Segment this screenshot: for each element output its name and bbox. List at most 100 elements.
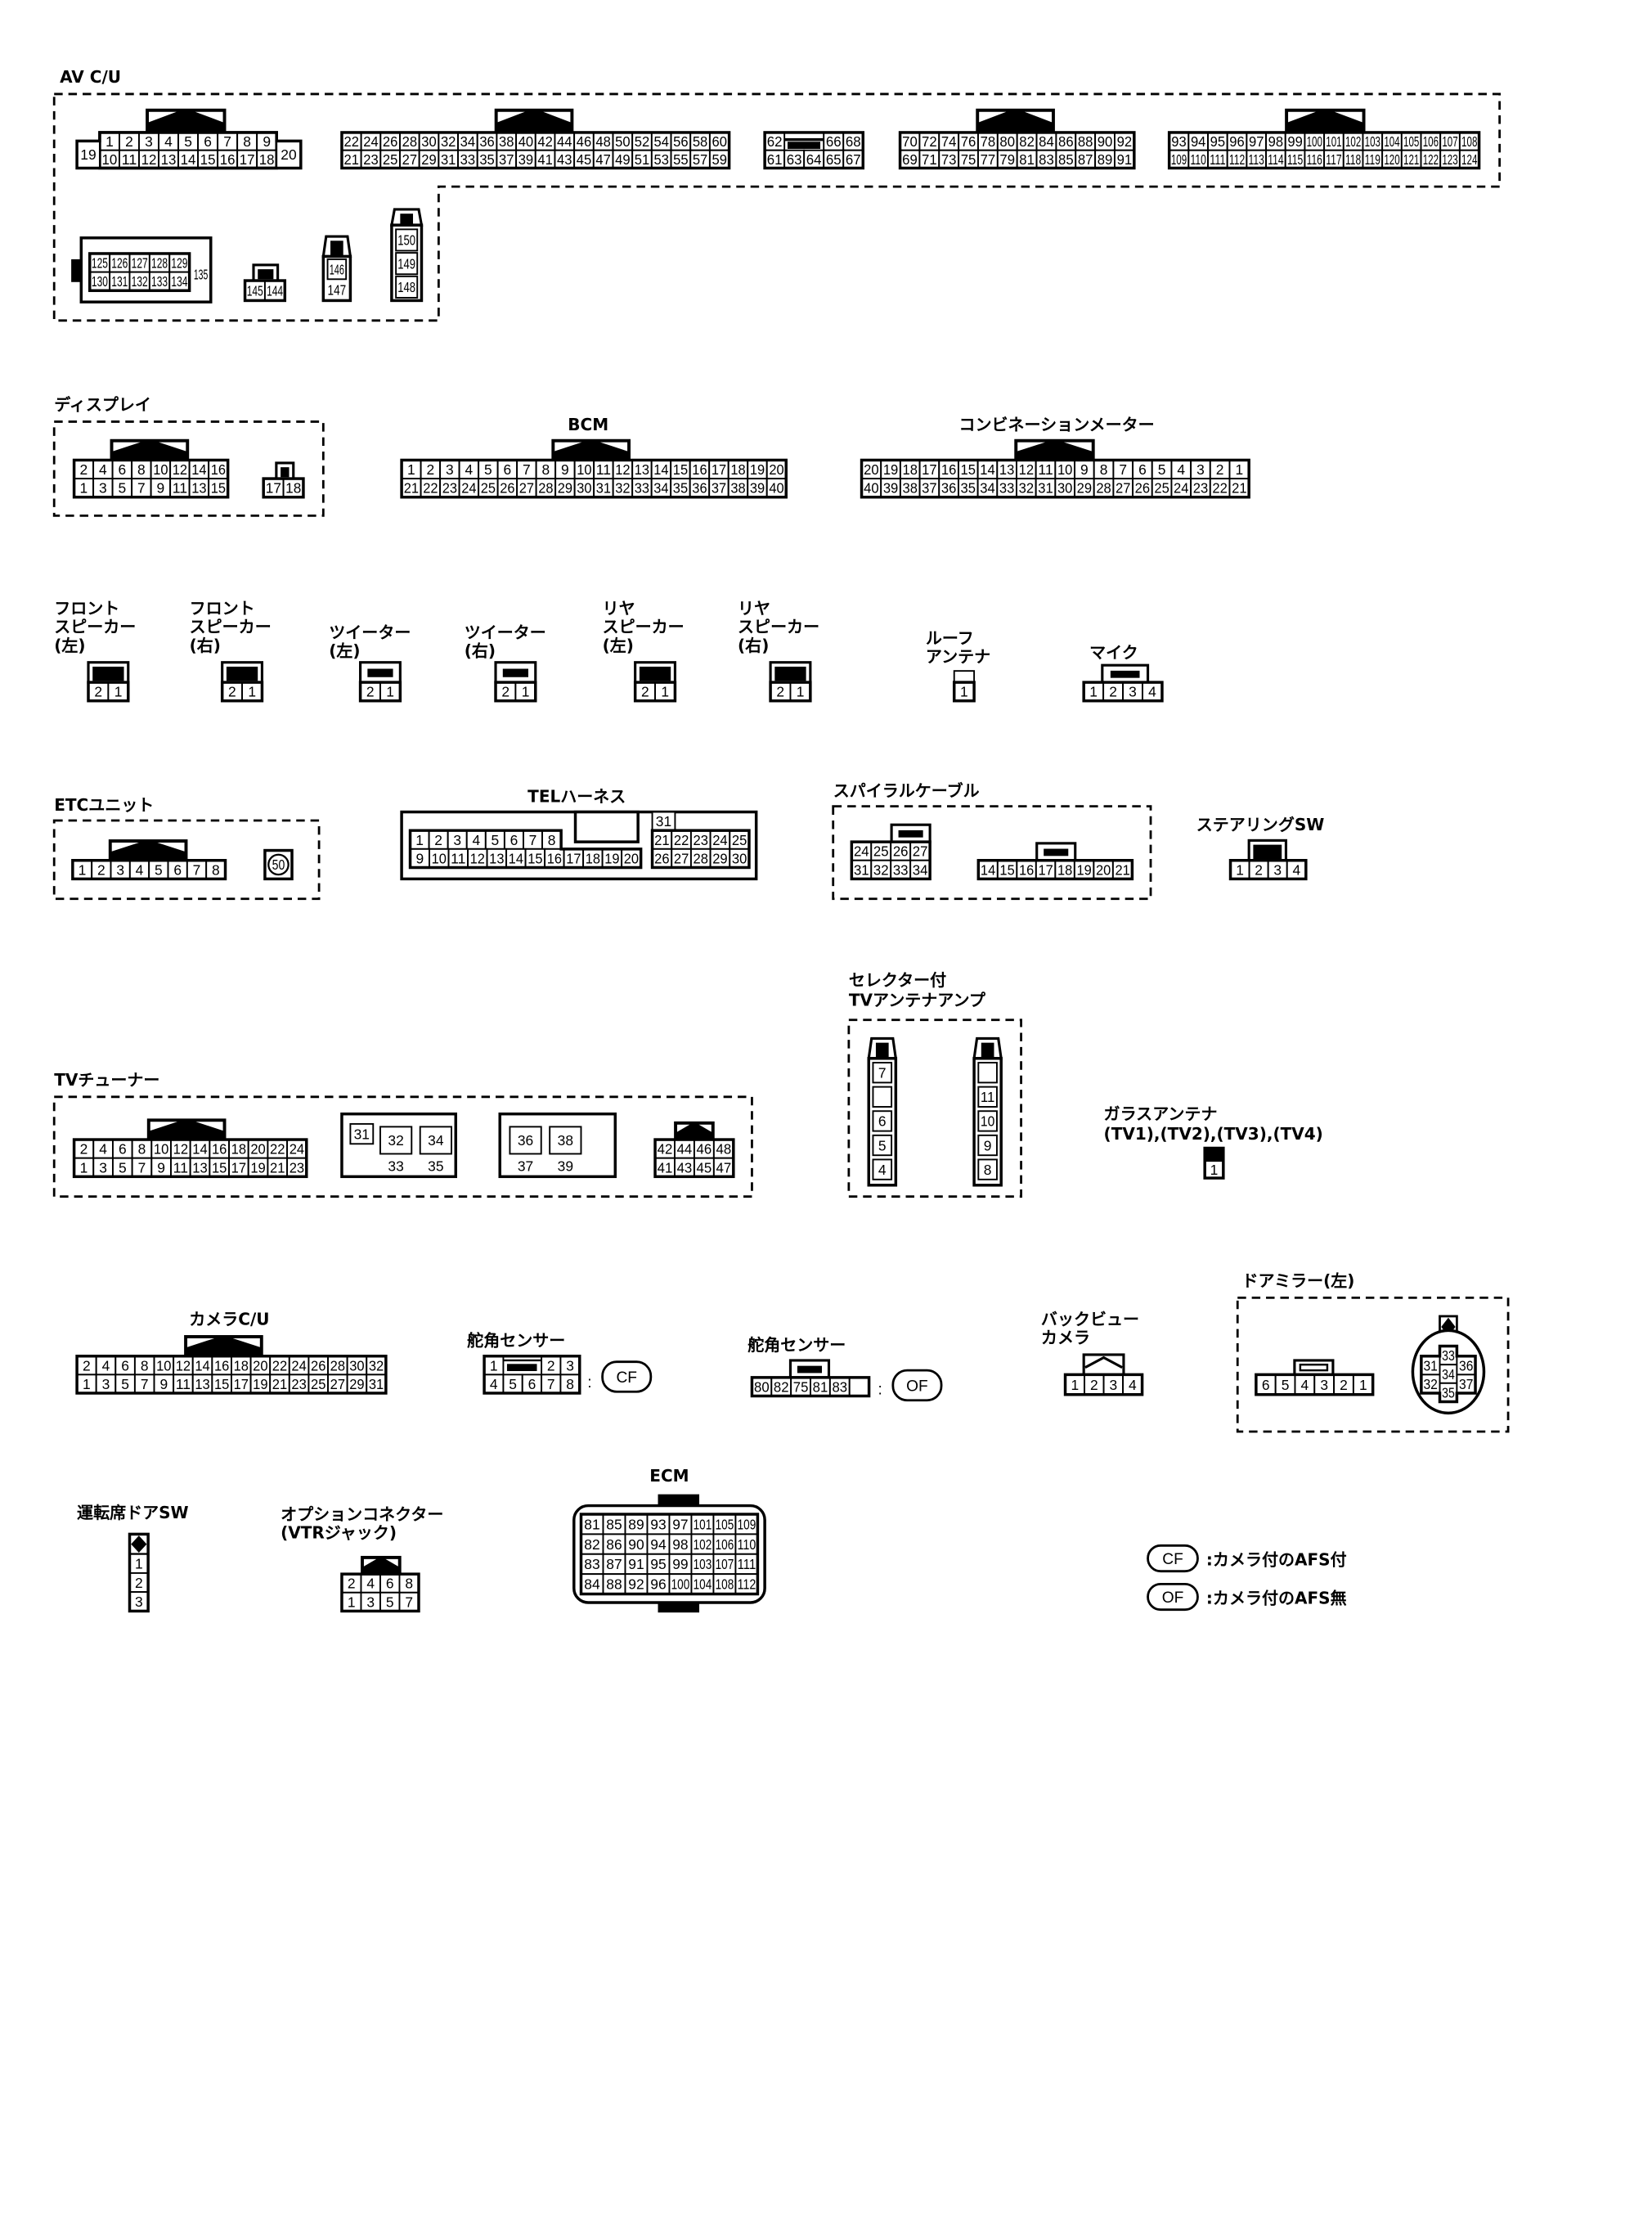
pin-number: 3 bbox=[446, 461, 454, 478]
pin-number: 12 bbox=[141, 151, 157, 168]
pin-number: 1 bbox=[490, 1357, 498, 1374]
pin-cavity bbox=[395, 228, 419, 252]
pin-number: 14 bbox=[653, 461, 669, 478]
pin-number: 6 bbox=[204, 133, 212, 150]
pin-number: 4 bbox=[1148, 684, 1156, 700]
pin-number: 17 bbox=[240, 151, 255, 168]
pin-number: 107 bbox=[1442, 133, 1457, 150]
pin-number: 34 bbox=[980, 480, 995, 497]
mic-label: マイク bbox=[1089, 642, 1138, 662]
etc-unit-label: ETCユニット bbox=[54, 795, 154, 815]
option-connector-label: (VTRジャック) bbox=[281, 1523, 397, 1543]
pin-number: 6 bbox=[510, 832, 518, 848]
pin-cavity bbox=[419, 1126, 452, 1155]
pin-number: 105 bbox=[716, 1516, 734, 1532]
pin-number: 38 bbox=[558, 1132, 573, 1149]
pin-number: 2 bbox=[641, 684, 649, 700]
colon: : bbox=[587, 1374, 591, 1392]
pin-number: 6 bbox=[528, 1376, 536, 1392]
pin-number: 98 bbox=[672, 1536, 688, 1553]
pin-number: 2 bbox=[776, 684, 784, 700]
pin-number: 3 bbox=[135, 1594, 143, 1610]
pin-number: 7 bbox=[547, 1376, 555, 1392]
pin-number: 10 bbox=[154, 1141, 168, 1158]
pin-number: 121 bbox=[1403, 151, 1419, 168]
pin-number: 77 bbox=[981, 151, 996, 168]
pin-number: 2 bbox=[547, 1357, 555, 1374]
connector-housing bbox=[87, 681, 130, 703]
tweeter-right-label: (右) bbox=[465, 641, 496, 661]
pin-number: 15 bbox=[212, 1159, 227, 1176]
connector-housing bbox=[860, 458, 1250, 499]
pin-number: 92 bbox=[628, 1576, 644, 1593]
pin-number: 102 bbox=[694, 1536, 712, 1553]
of-tag: OF bbox=[1162, 1589, 1184, 1607]
pin-number: 2 bbox=[366, 684, 375, 700]
connector-housing bbox=[1255, 1373, 1375, 1396]
pin-number: 21 bbox=[404, 480, 419, 497]
pin-number: 13 bbox=[635, 461, 649, 478]
pin-number: 10 bbox=[432, 850, 447, 866]
pin-number: 15 bbox=[211, 480, 226, 497]
pin-number: 18 bbox=[285, 480, 301, 497]
roof-antenna-connector: 1 bbox=[952, 670, 976, 703]
pin-number: 115 bbox=[1287, 151, 1303, 168]
tweeter-right-label: ツイーター bbox=[465, 623, 546, 642]
pin-number: 37 bbox=[518, 1158, 533, 1174]
pin-number: 63 bbox=[787, 151, 802, 168]
pin-number: 82 bbox=[774, 1378, 789, 1395]
pin-number: 5 bbox=[484, 461, 492, 478]
pin-number: 88 bbox=[1078, 133, 1093, 150]
cf-tag: CF bbox=[616, 1369, 637, 1387]
pin-number: 123 bbox=[1442, 151, 1457, 168]
pin-number: 24 bbox=[1174, 480, 1189, 497]
pin-number: 94 bbox=[650, 1536, 667, 1553]
pin-cavity bbox=[977, 1086, 998, 1108]
pin-number: 36 bbox=[1459, 1357, 1473, 1374]
pin-number: 38 bbox=[730, 480, 745, 497]
pin-number: 11 bbox=[1038, 461, 1053, 478]
pin-number: 125 bbox=[92, 255, 108, 272]
pin-number: 32 bbox=[441, 133, 456, 150]
pin-number: 34 bbox=[1442, 1366, 1455, 1383]
lock-bar bbox=[787, 142, 821, 149]
pin-number: 10 bbox=[153, 461, 168, 478]
pin-number: 33 bbox=[460, 151, 475, 168]
camera-cu-label: カメラC/U bbox=[189, 1309, 269, 1329]
pin-number: 10 bbox=[1057, 461, 1072, 478]
pin-number: 25 bbox=[383, 151, 397, 168]
pin-number: 9 bbox=[1080, 461, 1089, 478]
connector-housing bbox=[867, 1057, 898, 1187]
connector-housing bbox=[243, 279, 287, 303]
pin-number: 34 bbox=[913, 861, 928, 878]
pin-number: 35 bbox=[1442, 1384, 1455, 1400]
pin-number: 4 bbox=[1129, 1377, 1137, 1393]
pin-number: 28 bbox=[330, 1357, 345, 1374]
pin-number: 1 bbox=[348, 1594, 356, 1610]
pin-number: 43 bbox=[557, 151, 572, 168]
pin-number: 85 bbox=[1058, 151, 1074, 168]
connector-housing bbox=[1063, 1373, 1144, 1396]
pin-number: 32 bbox=[388, 1132, 403, 1149]
pin-number: 68 bbox=[846, 133, 861, 150]
pin-number: 28 bbox=[694, 850, 708, 866]
connector-housing bbox=[850, 840, 931, 881]
pin-number: 18 bbox=[1057, 861, 1072, 878]
pin-number: 35 bbox=[428, 1158, 443, 1174]
pin-number: 30 bbox=[1057, 480, 1072, 497]
pin-number: 91 bbox=[628, 1556, 644, 1572]
pin-number: 16 bbox=[547, 850, 562, 866]
pin-number: 95 bbox=[1210, 133, 1225, 150]
pin-number: 31 bbox=[854, 861, 869, 878]
connector-housing bbox=[263, 848, 294, 881]
pin-number: 27 bbox=[519, 480, 534, 497]
pin-number: 117 bbox=[1326, 151, 1341, 168]
pin-cavity bbox=[602, 1533, 626, 1555]
glass-antenna-connector: 1 bbox=[1203, 1146, 1225, 1180]
steering-angle-sensor-of-label: 舵角センサー bbox=[747, 1335, 846, 1355]
pin-number: 12 bbox=[1019, 461, 1034, 478]
